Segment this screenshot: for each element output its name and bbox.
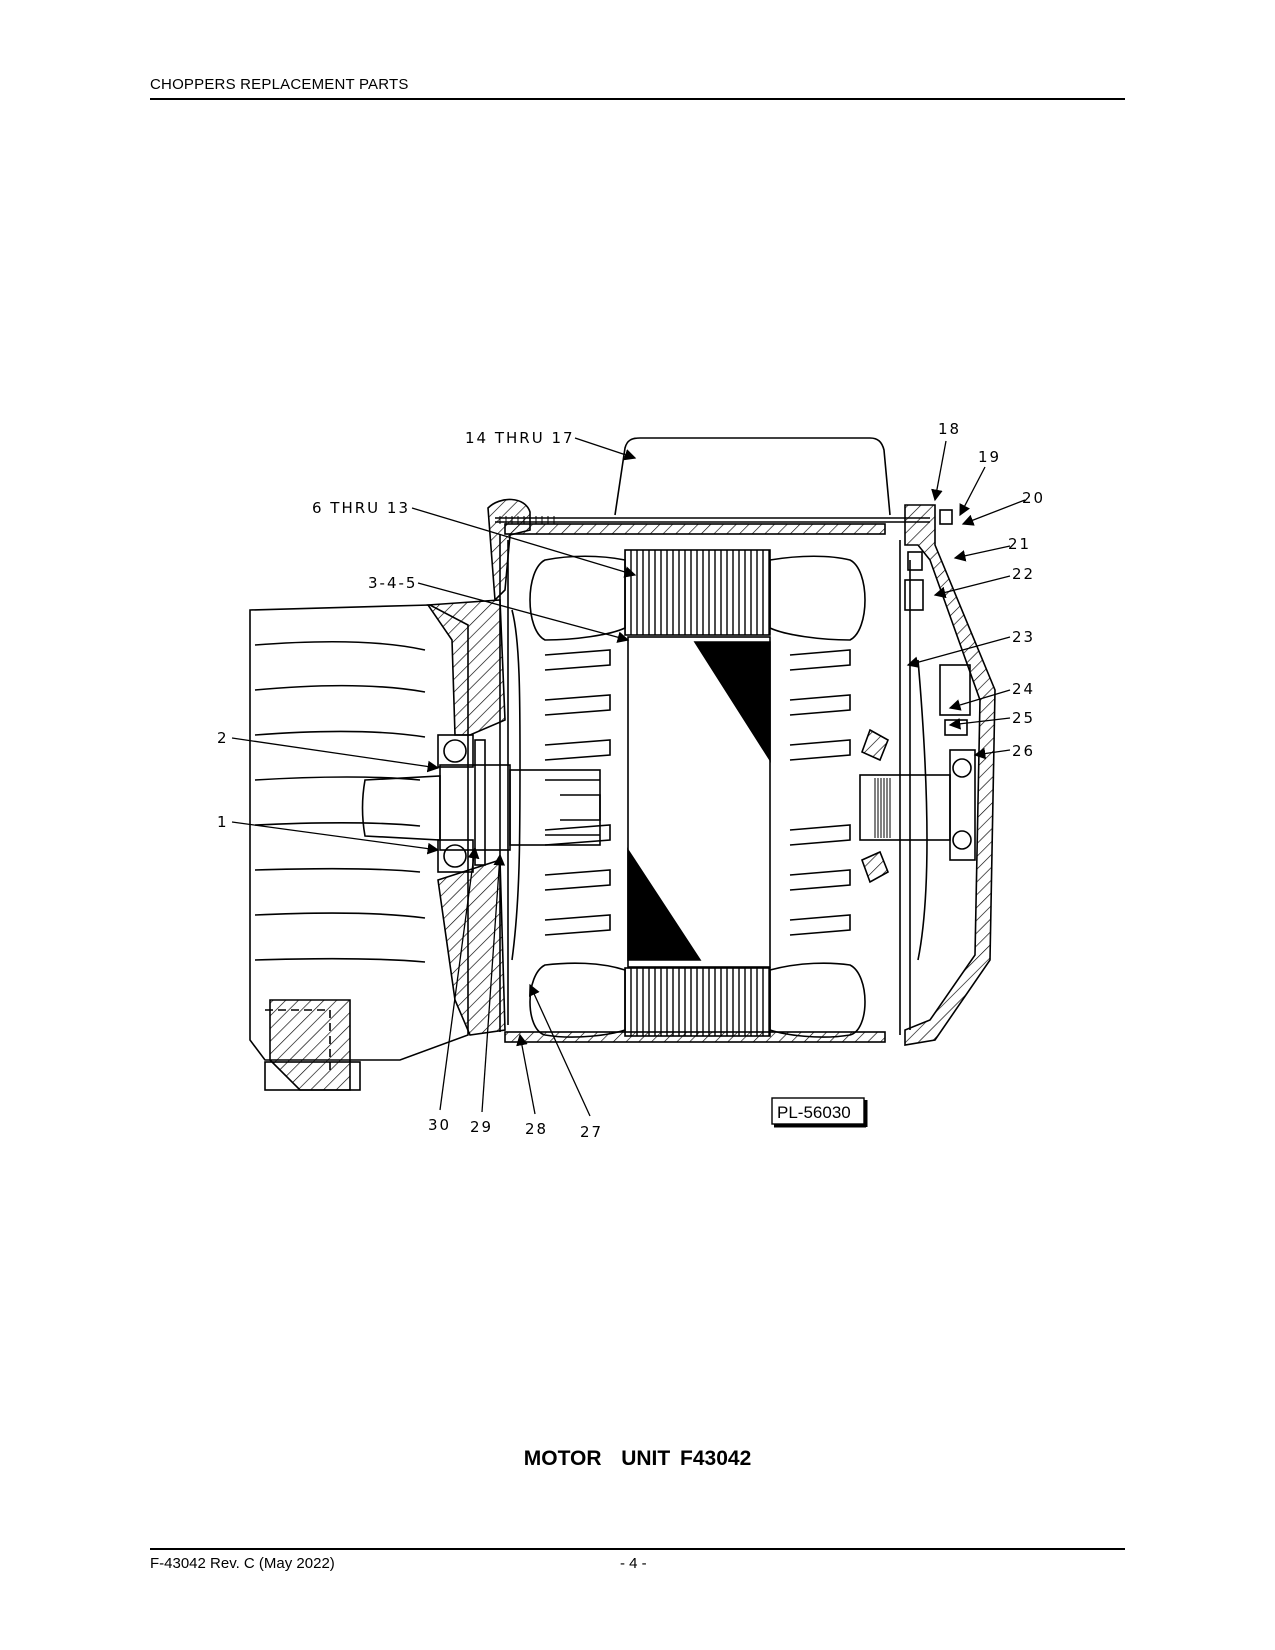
plate-number: PL-56030 bbox=[777, 1103, 851, 1122]
front-end-bell bbox=[487, 498, 531, 602]
plate-number-box: PL-56030 bbox=[771, 1097, 868, 1128]
callout-25: 25 bbox=[1012, 709, 1035, 727]
stator-laminations-bottom bbox=[624, 967, 771, 1037]
motor-unit-drawing: 14 THRU 17 18 19 20 6 THRU 13 21 22 3-4-… bbox=[217, 420, 1045, 1141]
motor-frame-top bbox=[504, 523, 886, 535]
stator-coil-top-right bbox=[769, 555, 866, 641]
running-head: CHOPPERS REPLACEMENT PARTS bbox=[150, 76, 409, 93]
callout-21: 21 bbox=[1008, 535, 1031, 553]
callout-23: 23 bbox=[1012, 628, 1035, 646]
junction-box bbox=[614, 437, 891, 516]
stator-laminations-top bbox=[624, 549, 771, 636]
callout-29: 29 bbox=[470, 1118, 493, 1136]
housing-fins bbox=[254, 640, 426, 963]
callout-18: 18 bbox=[938, 420, 961, 438]
stator-coil-bottom-right bbox=[769, 962, 866, 1038]
callout-30: 30 bbox=[428, 1116, 451, 1134]
centrifugal-switch bbox=[860, 728, 890, 762]
shaft bbox=[361, 775, 441, 841]
callout-6-13: 6 THRU 13 bbox=[312, 499, 410, 517]
figure-caption: MOTOR UNIT F43042 bbox=[523, 1447, 752, 1470]
callout-26: 26 bbox=[1012, 742, 1035, 760]
footer-rule bbox=[150, 1548, 1125, 1550]
stator-coil-bottom-left bbox=[529, 962, 626, 1038]
callout-1: 1 bbox=[217, 813, 229, 831]
callout-28: 28 bbox=[525, 1120, 548, 1138]
callout-14-17: 14 THRU 17 bbox=[465, 429, 575, 447]
gear-housing bbox=[249, 604, 469, 1061]
housing-flange bbox=[426, 599, 506, 736]
callout-22: 22 bbox=[1012, 565, 1035, 583]
callout-24: 24 bbox=[1012, 680, 1035, 698]
callout-20: 20 bbox=[1022, 489, 1045, 507]
stator-coil-top-left bbox=[529, 555, 626, 641]
rear-end-bell bbox=[904, 504, 996, 1046]
page-number: - 4 - bbox=[620, 1555, 647, 1572]
rear-bearing bbox=[949, 749, 976, 861]
header-rule bbox=[150, 98, 1125, 100]
callout-27: 27 bbox=[580, 1123, 603, 1141]
document-number: F-43042 Rev. C (May 2022) bbox=[150, 1555, 335, 1572]
callout-3-4-5: 3-4-5 bbox=[368, 574, 417, 592]
callout-2: 2 bbox=[217, 729, 229, 747]
rotor-core bbox=[627, 636, 771, 968]
front-bearing bbox=[437, 734, 474, 768]
callout-19: 19 bbox=[978, 448, 1001, 466]
